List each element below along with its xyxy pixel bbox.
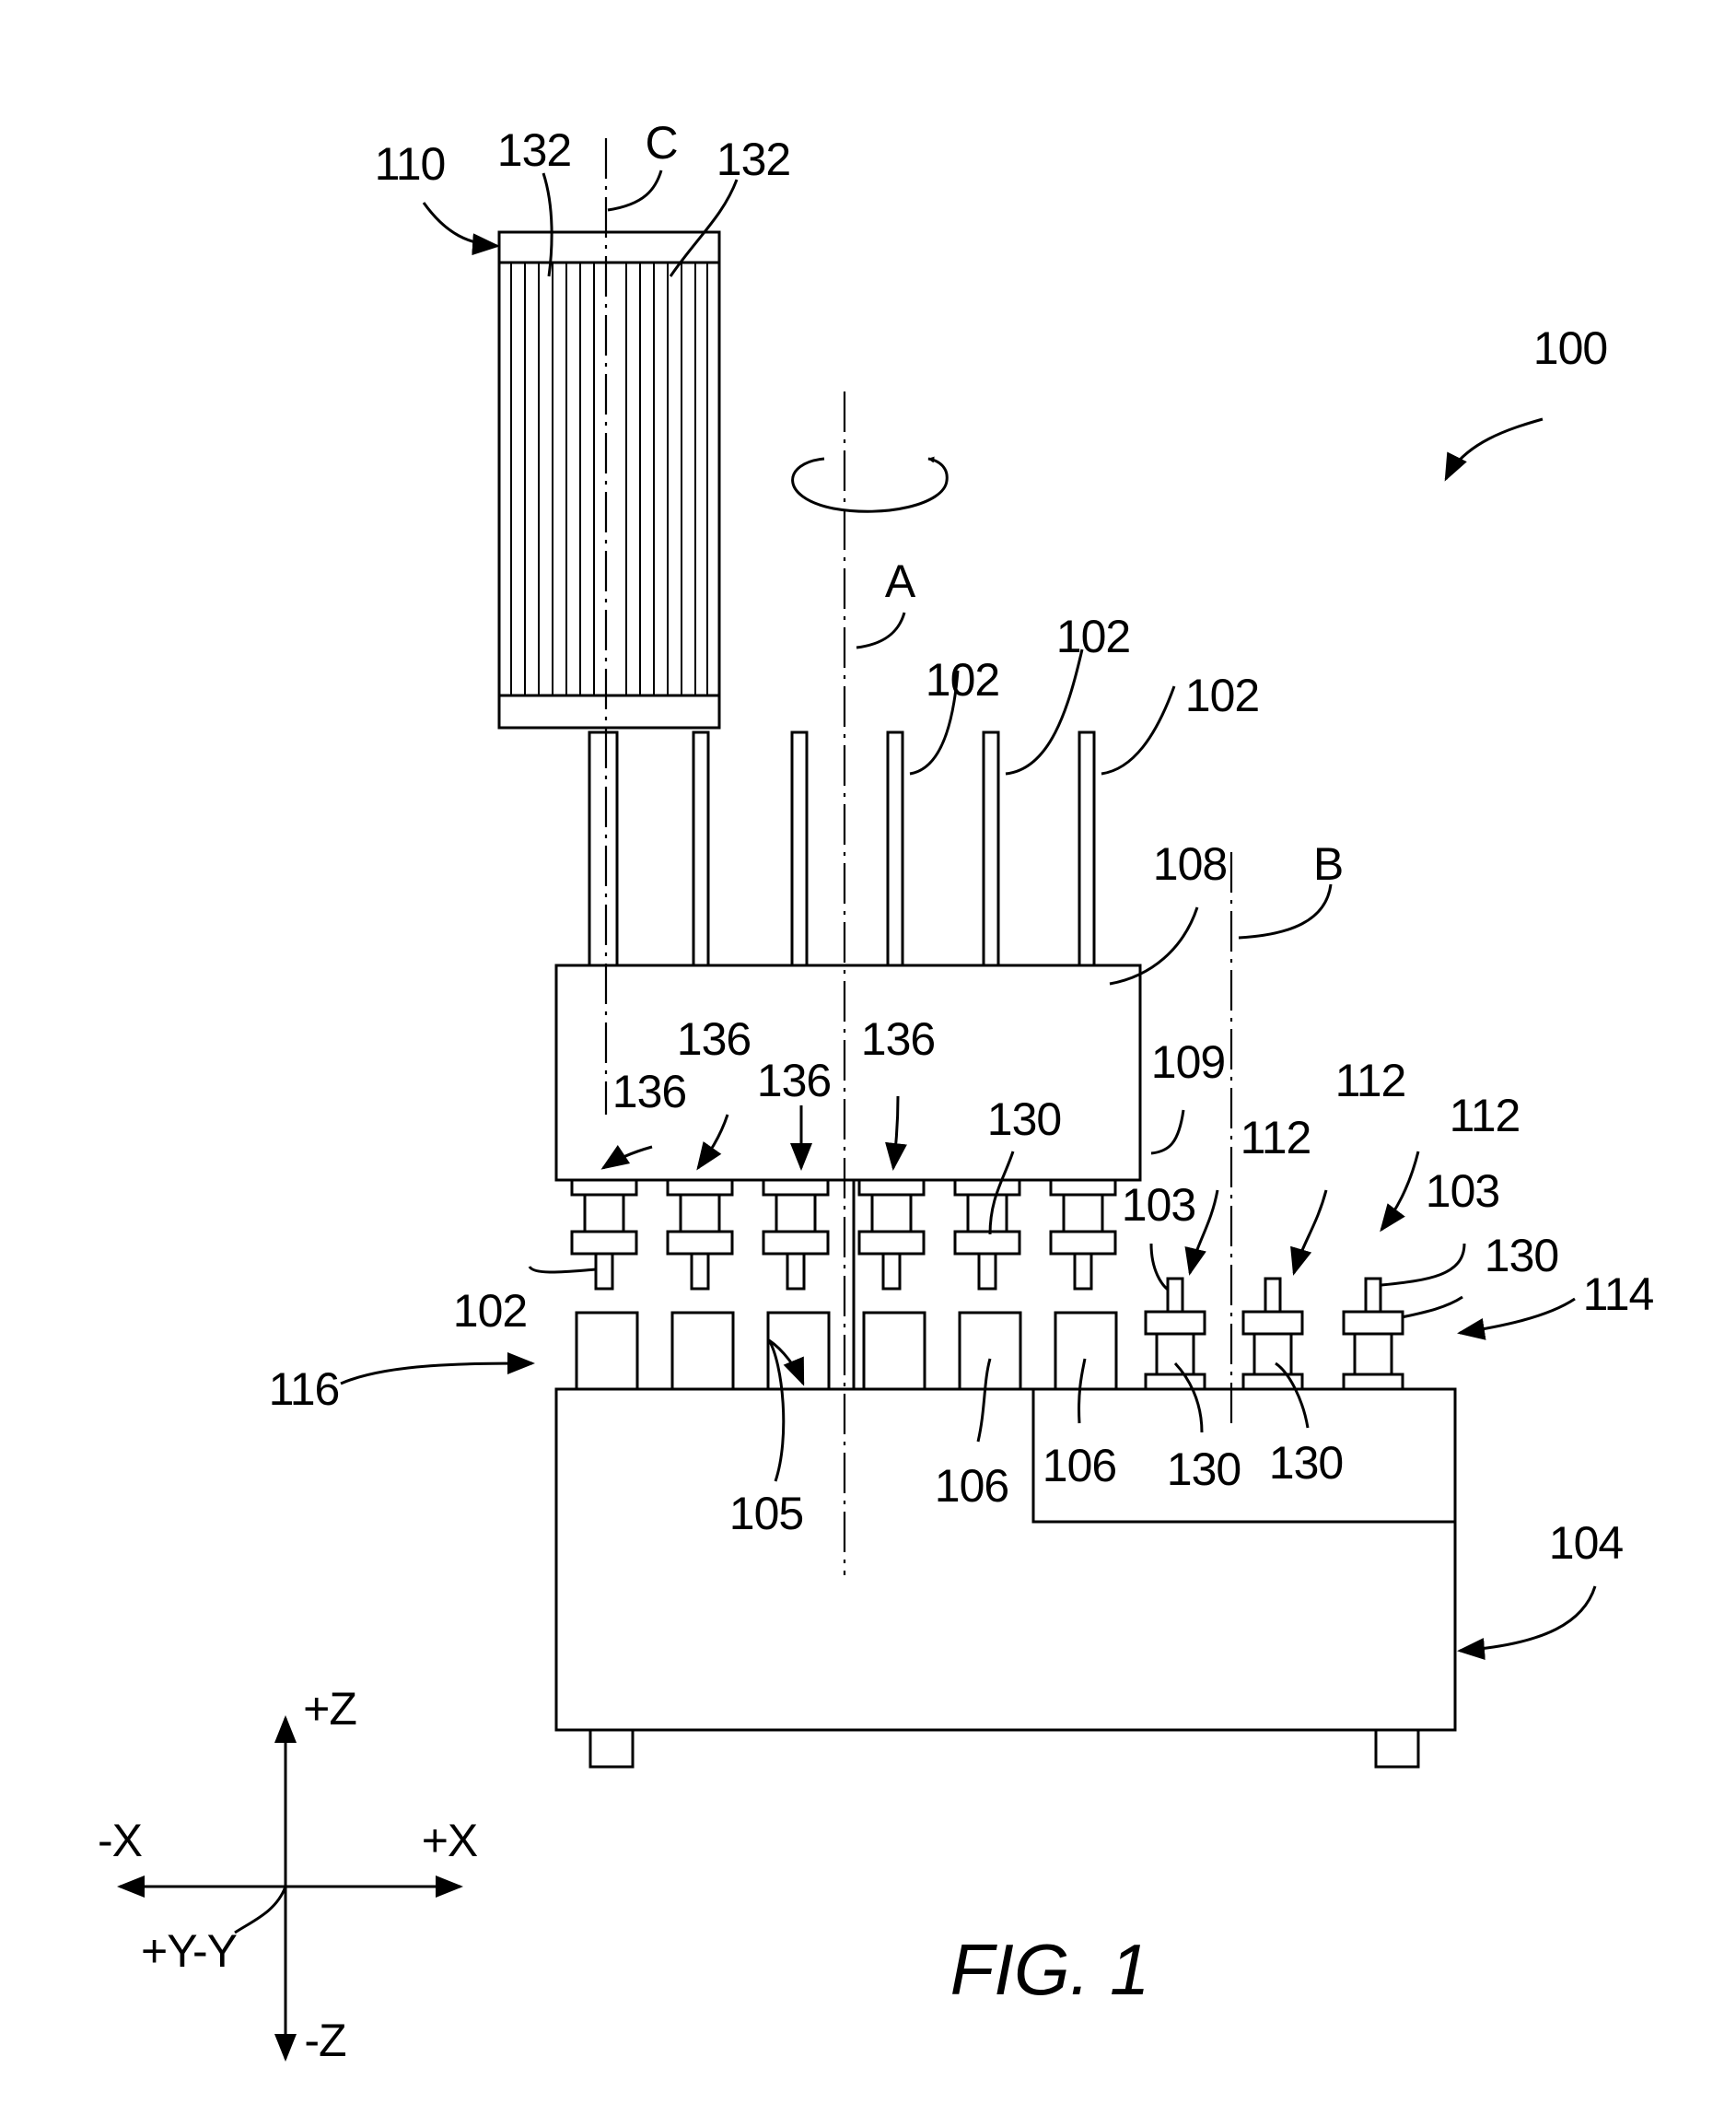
label-130-top: 130: [987, 1093, 1061, 1145]
label-136-b: 136: [677, 1013, 751, 1065]
label-102-d: 102: [453, 1285, 527, 1337]
coordinate-axes: +Z -Z -X +X +Y-Y: [98, 1683, 478, 2066]
label-106-b: 106: [1043, 1440, 1116, 1491]
label-136-c: 136: [757, 1055, 831, 1106]
axis-label-minus-z: -Z: [304, 2015, 345, 2066]
label-100: 100: [1533, 322, 1607, 374]
base-foot-left: [590, 1730, 633, 1767]
axis-label-plus-x: +X: [422, 1815, 478, 1866]
label-axis-c: C: [645, 117, 677, 169]
receptacles: [577, 1313, 1116, 1389]
base-foot-right: [1376, 1730, 1418, 1767]
label-132-right: 132: [717, 134, 790, 185]
cartridge: [499, 232, 719, 728]
label-102-c: 102: [1185, 670, 1259, 721]
label-103-a: 103: [1122, 1179, 1195, 1231]
rods: [589, 732, 1094, 965]
label-130-bottom-a: 130: [1167, 1443, 1241, 1495]
label-102-b: 102: [1056, 611, 1130, 662]
label-axis-b: B: [1313, 838, 1343, 890]
label-109: 109: [1151, 1036, 1225, 1088]
label-110: 110: [375, 138, 446, 190]
axis-label-plus-z: +Z: [303, 1683, 356, 1735]
rotation-arrow: [793, 459, 948, 511]
label-112-b: 112: [1241, 1112, 1311, 1163]
axis-label-y: +Y-Y: [141, 1925, 238, 1977]
label-114: 114: [1583, 1268, 1654, 1320]
label-103-b: 103: [1426, 1165, 1499, 1217]
label-136-d: 136: [861, 1013, 935, 1065]
label-106-a: 106: [935, 1460, 1008, 1512]
label-132-left: 132: [497, 124, 571, 176]
label-102-a: 102: [926, 654, 999, 706]
label-105: 105: [729, 1488, 803, 1539]
label-108: 108: [1153, 838, 1227, 890]
label-136-a: 136: [612, 1066, 686, 1117]
label-112-c: 112: [1450, 1090, 1520, 1141]
label-130-bottom-b: 130: [1269, 1437, 1343, 1489]
axis-label-minus-x: -X: [98, 1815, 143, 1866]
label-104: 104: [1549, 1517, 1624, 1569]
label-130-right: 130: [1485, 1230, 1558, 1281]
label-112-a: 112: [1335, 1055, 1406, 1106]
label-116: 116: [269, 1363, 340, 1415]
figure-caption: FIG. 1: [950, 1929, 1150, 2010]
label-axis-a: A: [885, 555, 916, 607]
